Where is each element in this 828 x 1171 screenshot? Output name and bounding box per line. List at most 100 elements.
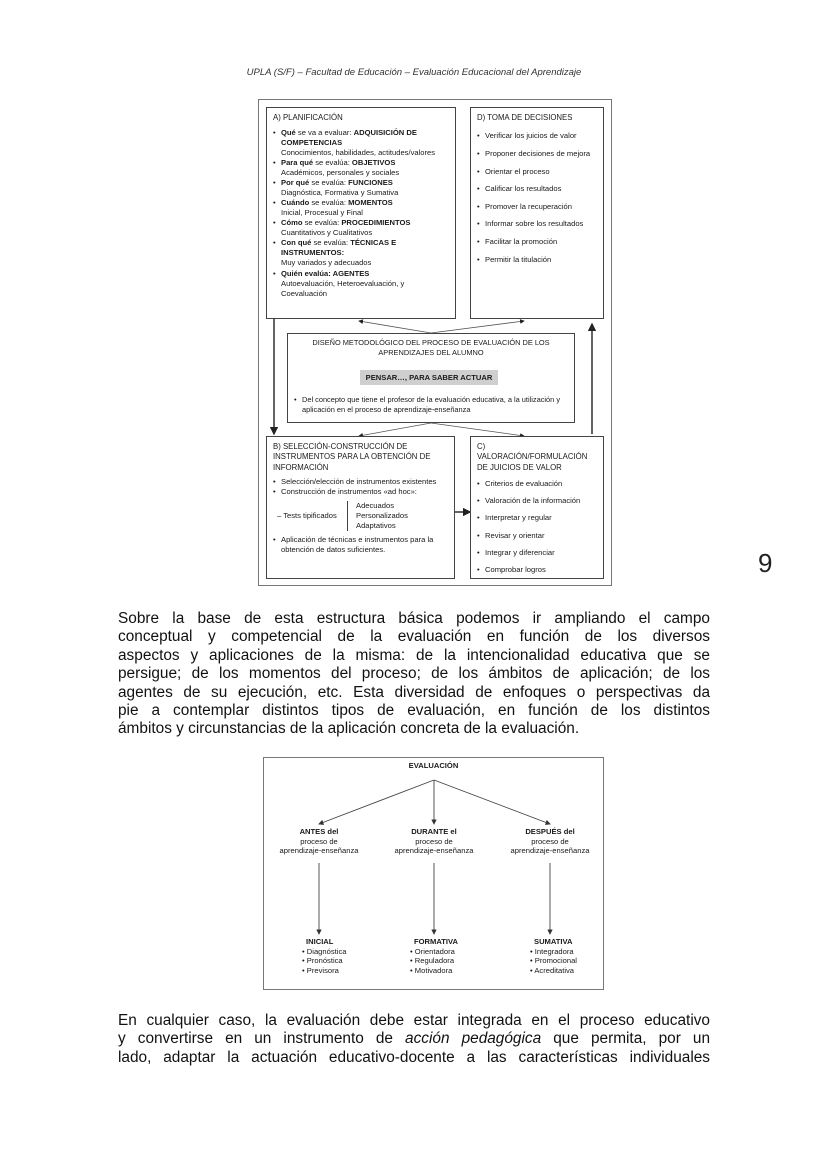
paragraph-2-line-2-start: y convertirse en un instrumento de [118,1030,406,1048]
planning-box: A) PLANIFICACIÓN Qué se va a evaluar: AD… [266,107,456,319]
planning-item-detail: Conocimientos, habilidades, actitudes/va… [281,148,436,158]
valuation-item: Criterios de evaluación [477,479,597,489]
planning-item-concept: PROCEDIMIENTOS [341,218,411,228]
planning-item-connector: se evalúa: [309,198,349,208]
planning-item-detail: Inicial, Procesual y Final [281,208,363,218]
decision-item: Orientar el proceso [477,167,597,177]
decision-item: Permitir la titulación [477,255,597,265]
planning-item: Qué se va a evaluar: ADQUISICIÓN DE COMP… [273,128,449,158]
test-option: Adaptativos [356,520,396,530]
body-paragraph-2: En cualquier caso, la evaluación debe es… [118,1012,710,1067]
planning-item-detail: Académicos, personales y sociales [281,168,400,178]
evaluation-title: EVALUACIÓN [408,761,459,770]
paragraph-2-line-2: y convertirse en un instrumento de acció… [118,1030,710,1048]
paragraph-2-line-3: lado, adaptar la actuación educativo-doc… [118,1048,710,1066]
planning-item-concept: ADQUISICIÓN DE COMPETENCIAS [281,128,417,148]
valuation-item: Valoración de la información [477,496,597,506]
planning-item-connector: se evalúa: [309,178,349,188]
planning-item: Por qué se evalúa: FUNCIONESDiagnóstica,… [273,178,449,198]
instruments-last-item: Aplicación de técnicas e instrumentos pa… [273,535,448,555]
planning-title: A) PLANIFICACIÓN [273,113,343,122]
instruments-list: Selección/elección de instrumentos exist… [273,477,448,497]
decision-item: Verificar los juicios de valor [477,131,597,141]
planning-item-question: Con qué [281,238,312,248]
planning-item-detail: Autoevaluación, Heteroevaluación, y Coev… [281,278,405,298]
planning-item-detail: Cuantitativos y Cualitativos [281,228,373,238]
evaluation-type-item: Previsora [302,966,382,976]
valuation-item: Interpretar y regular [477,513,597,523]
instruments-box: B) SELECCIÓN-CONSTRUCCIÓN DE INSTRUMENTO… [266,436,455,579]
planning-item-question: Cuándo [281,198,310,208]
decision-item: Facilitar la promoción [477,237,597,247]
evaluation-type-list: DiagnósticaPronósticaPrevisora [302,947,382,976]
instrument-item: Construcción de instrumentos «ad hoc»: [273,487,448,497]
decision-item: Calificar los resultados [477,184,597,194]
moment-detail: aprendizaje-enseñanza [510,846,590,856]
moment-title: ANTES del [299,827,339,836]
evaluation-type: FORMATIVAOrientadoraReguladoraMotivadora [410,937,490,976]
evaluation-types-arrows [316,779,553,935]
moment-detail: aprendizaje-enseñanza [394,846,474,856]
moment-detail: aprendizaje-enseñanza [279,846,359,856]
tests-label: – Tests tipificados [277,510,337,520]
evaluation-type-list: OrientadoraReguladoraMotivadora [410,947,490,976]
decision-item: Informar sobre los resultados [477,219,597,229]
evaluation-type-item: Acreditativa [530,966,610,976]
planning-item-question: Por qué [281,178,310,188]
test-option: Personalizados [356,510,408,520]
moment-title: DESPUÉS del [525,827,575,836]
planning-item-question: Qué [281,128,296,138]
planning-item-connector: se evalúa: [302,218,342,228]
evaluation-type-item: Integradora [530,947,610,957]
planning-item-concept: MOMENTOS [348,198,393,208]
paragraph-1-line: Sobre la base de esta estructura básica … [118,610,710,627]
planning-item-connector: se evalúa: [313,158,352,168]
evaluation-type-item: Orientadora [410,947,490,957]
paragraph-1-line: pie a contemplar distintos tipos de eval… [118,702,710,720]
paragraph-2-line-1: En cualquier caso, la evaluación debe es… [118,1012,710,1029]
moment-detail: proceso de [300,836,338,846]
valuation-item: Comprobar logros [477,565,597,575]
planning-item-concept: TÉCNICAS E INSTRUMENTOS: [281,238,397,258]
valuation-item: Integrar y diferenciar [477,548,597,558]
page-header: UPLA (S/F) – Facultad de Educación – Eva… [246,67,582,78]
evaluation-type-title: SUMATIVA [534,937,573,946]
methodological-design-title: DISEÑO METODOLÓGICO DEL PROCESO DE EVALU… [312,338,550,357]
moment-detail: proceso de [415,836,453,846]
paragraph-1-line: agentes de su ejecución, etc. Esta diver… [118,683,710,701]
planning-item-detail: Muy variados y adecuados [281,258,372,268]
planning-item-concept: OBJETIVOS [351,158,396,168]
paragraph-1-line: ámbitos y circunstancias de la aplicació… [118,720,580,738]
evaluation-type-title: INICIAL [306,937,334,946]
diagram-arrows [269,319,597,517]
paragraph-1-line: conceptual y competencial de la evaluaci… [118,628,710,646]
instrument-item: Selección/elección de instrumentos exist… [273,477,448,487]
instruments-title: B) SELECCIÓN-CONSTRUCCIÓN DE INSTRUMENTO… [273,442,431,472]
evaluation-type-item: Reguladora [410,956,490,966]
planning-item-question: Para qué [281,158,314,168]
planning-item: Para qué se evalúa: OBJETIVOSAcadémicos,… [273,158,449,178]
page-number: 9 [758,548,773,578]
valuation-box: C) VALORACIÓN/FORMULACIÓN DE JUICIOS DE … [470,436,604,579]
evaluation-type-item: Motivadora [410,966,490,976]
methodological-design-bullet: Del concepto que tiene el profesor de la… [294,395,567,414]
moment-title: DURANTE el [411,827,457,836]
decisions-list: Verificar los juicios de valorProponer d… [477,131,597,264]
valuation-title: C) VALORACIÓN/FORMULACIÓN DE JUICIOS DE … [477,442,588,472]
paragraph-1-line: aspectos y aplicaciones de la misma: de … [118,646,710,664]
planning-item-connector: se va a evaluar: [295,128,354,138]
test-option: Adecuados [356,500,394,510]
evaluation-design-diagram: A) PLANIFICACIÓN Qué se va a evaluar: AD… [258,99,612,586]
paragraph-2-line-2-end: que permita, por un [541,1030,711,1048]
valuation-item: Revisar y orientar [477,531,597,541]
paragraph-1-line: persigue; de los momentos del proceso; d… [118,665,710,683]
pensar-highlight: PENSAR…, PARA SABER ACTUAR [360,370,498,385]
planning-item-concept: FUNCIONES [348,178,393,188]
evaluation-type-item: Promocional [530,956,610,966]
